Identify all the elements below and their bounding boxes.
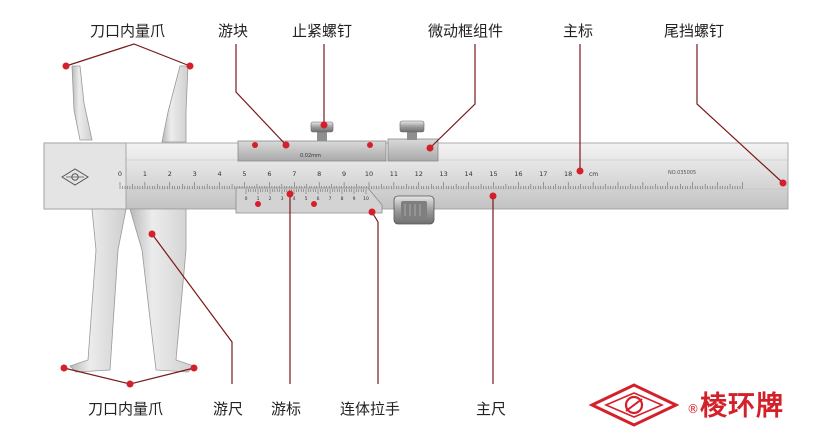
upper-fixed-jaw [71,65,93,141]
lower-sliding-jaw [129,208,195,373]
label-slider: 游块 [218,22,249,40]
brand-logo-icon [588,383,680,427]
callout-dots [60,62,787,388]
scale-unit: cm [589,171,598,178]
vernier-numbers: 0 1 2 3 4 5 6 7 8 9 10 [245,196,369,202]
main-scale-number: 18 [564,170,572,178]
brand-name: 棱环牌 [700,391,784,422]
lower-fixed-jaw [69,208,127,373]
vernier-number: 1 [257,196,260,202]
callout-lines [63,43,784,385]
registered-mark: ® [687,402,699,416]
label-sliding-jaw: 游尺 [213,400,244,418]
main-scale-number: 14 [464,170,472,178]
slider-block [237,140,387,162]
main-scale-number: 6 [267,170,271,178]
main-scale-number: 2 [168,170,172,178]
main-scale-number: 3 [193,170,197,178]
vernier-plate [235,187,383,214]
vernier-number: 6 [317,196,320,202]
main-scale-number: 0 [118,170,122,178]
main-scale-number: 8 [317,170,321,178]
label-connector-hand: 连体拉手 [340,400,401,418]
vernier-number: 2 [269,196,272,202]
vernier-number: 4 [293,196,296,202]
engraved-logo-icon [61,168,89,186]
serial-number: NO.035005 [668,170,696,176]
upper-sliding-jaw [161,65,189,143]
main-scale-number: 13 [440,170,448,178]
main-scale-number: 5 [242,170,246,178]
fine-adjust-knob-icon [399,120,425,140]
label-main-scale: 主标 [563,22,594,40]
main-scale-number: 4 [218,170,222,178]
main-scale-number: 15 [489,170,497,178]
label-beam: 主尺 [476,400,507,418]
label-vernier: 游标 [271,400,302,418]
main-scale-ticks [119,182,743,189]
vernier-number: 0 [245,196,248,202]
vernier-number: 5 [305,196,308,202]
main-scale-number: 7 [292,170,296,178]
main-scale-number: 10 [365,170,373,178]
label-top-jaws: 刀口内量爪 [90,22,166,40]
main-scale-number: 11 [390,170,398,178]
main-scale-number: 12 [415,170,423,178]
vernier-number: 9 [353,196,356,202]
vernier-number: 10 [363,196,369,202]
vernier-number: 8 [341,196,344,202]
vernier-number: 7 [329,196,332,202]
label-bottom-jaws: 刀口内量爪 [88,400,164,418]
vernier-ticks [245,189,367,194]
label-lock-screw: 止紧螺钉 [292,22,353,40]
main-scale-number: 16 [514,170,522,178]
vernier-number: 3 [281,196,284,202]
label-tail-screw: 尾挡螺钉 [664,22,725,40]
main-scale-number: 17 [539,170,547,178]
resolution-mark: 0.02mm [300,153,321,159]
label-fine-adjust: 微动框组件 [428,22,504,40]
fixed-head [43,142,127,210]
main-scale-number: 1 [143,170,147,178]
main-scale-number: 9 [342,170,346,178]
thumb-grip-icon [393,195,435,225]
